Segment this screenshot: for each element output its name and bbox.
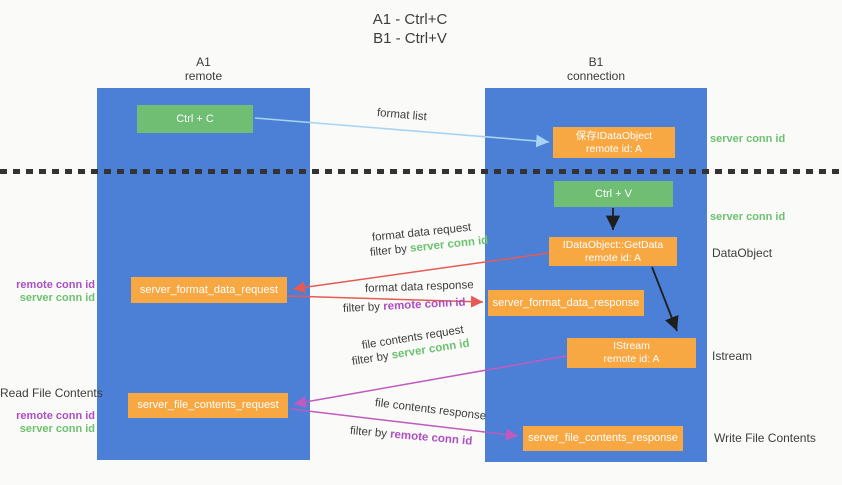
ctrl-c-label: Ctrl + C: [176, 112, 214, 125]
idataobject-getdata-node: IDataObject::GetData remote id: A: [549, 237, 677, 266]
ctrl-v-node: Ctrl + V: [554, 181, 673, 207]
filter-by-text: filter by: [342, 300, 384, 315]
read-file-contents-label: Read File Contents: [0, 386, 103, 400]
format-list-arrow: [254, 117, 550, 148]
format-data-request-arrow: [292, 252, 550, 294]
dataobject-label: DataObject: [712, 246, 773, 260]
format-request-label: server_format_data_request: [139, 283, 279, 296]
file-contents-request-arrow: [293, 355, 567, 408]
server-format-data-request-node: server_format_data_request: [131, 277, 287, 303]
istream-side-label: Istream: [712, 349, 753, 363]
server-format-data-response-node: server_format_data_response: [488, 290, 644, 316]
file-contents-response-arrow: [290, 408, 519, 441]
getdata-line1: IDataObject::GetData: [562, 238, 664, 251]
title-line-2: B1 - Ctrl+V: [373, 30, 447, 47]
ctrl-c-node: Ctrl + C: [137, 105, 253, 133]
lane-b1-subtitle: connection: [566, 69, 626, 83]
lane-a1-subtitle: remote: [184, 69, 223, 83]
getdata-line2: remote id: A: [584, 251, 642, 264]
getdata-to-istream-arrow: [651, 266, 679, 332]
file-response-label: server_file_contents_response: [528, 432, 678, 444]
server-file-contents-request-node: server_file_contents_request: [128, 393, 288, 418]
remote-conn-id-label-1: remote conn id: [16, 279, 95, 291]
server-conn-id-label-1: server conn id: [710, 133, 786, 145]
lane-b1-title: B1: [588, 55, 604, 69]
file-request-label: server_file_contents_request: [137, 399, 279, 411]
write-file-contents-label: Write File Contents: [714, 431, 816, 445]
save-idataobject-node: 保存IDataObject remote id: A: [553, 127, 675, 158]
format-data-response-arrow: [287, 295, 484, 308]
lane-a1-title: A1: [196, 55, 211, 69]
remote-conn-id-label-2: remote conn id: [16, 410, 95, 422]
diagram-title: A1 - Ctrl+C B1 - Ctrl+V: [290, 10, 530, 48]
save-idataobject-line1: 保存IDataObject: [575, 129, 653, 142]
server-conn-id-left-label-1: server conn id: [19, 292, 95, 304]
server-conn-id-left-label-2: server conn id: [19, 423, 95, 435]
istream-line1: IStream: [613, 340, 650, 352]
save-idataobject-line2: remote id: A: [585, 142, 643, 155]
title-line-1: A1 - Ctrl+C: [372, 11, 448, 28]
server-conn-id-label-2: server conn id: [710, 211, 786, 223]
istream-line2: remote id: A: [603, 353, 660, 365]
server-file-contents-response-node: server_file_contents_response: [523, 426, 683, 451]
lane-header-b1: B1 connection: [485, 55, 707, 83]
ctrl-v-label: Ctrl + V: [595, 187, 632, 200]
lane-header-a1: A1 remote: [97, 55, 310, 83]
istream-node: IStream remote id: A: [567, 338, 696, 368]
format-response-label: server_format_data_response: [492, 296, 640, 309]
dotted-separator: [0, 169, 842, 174]
